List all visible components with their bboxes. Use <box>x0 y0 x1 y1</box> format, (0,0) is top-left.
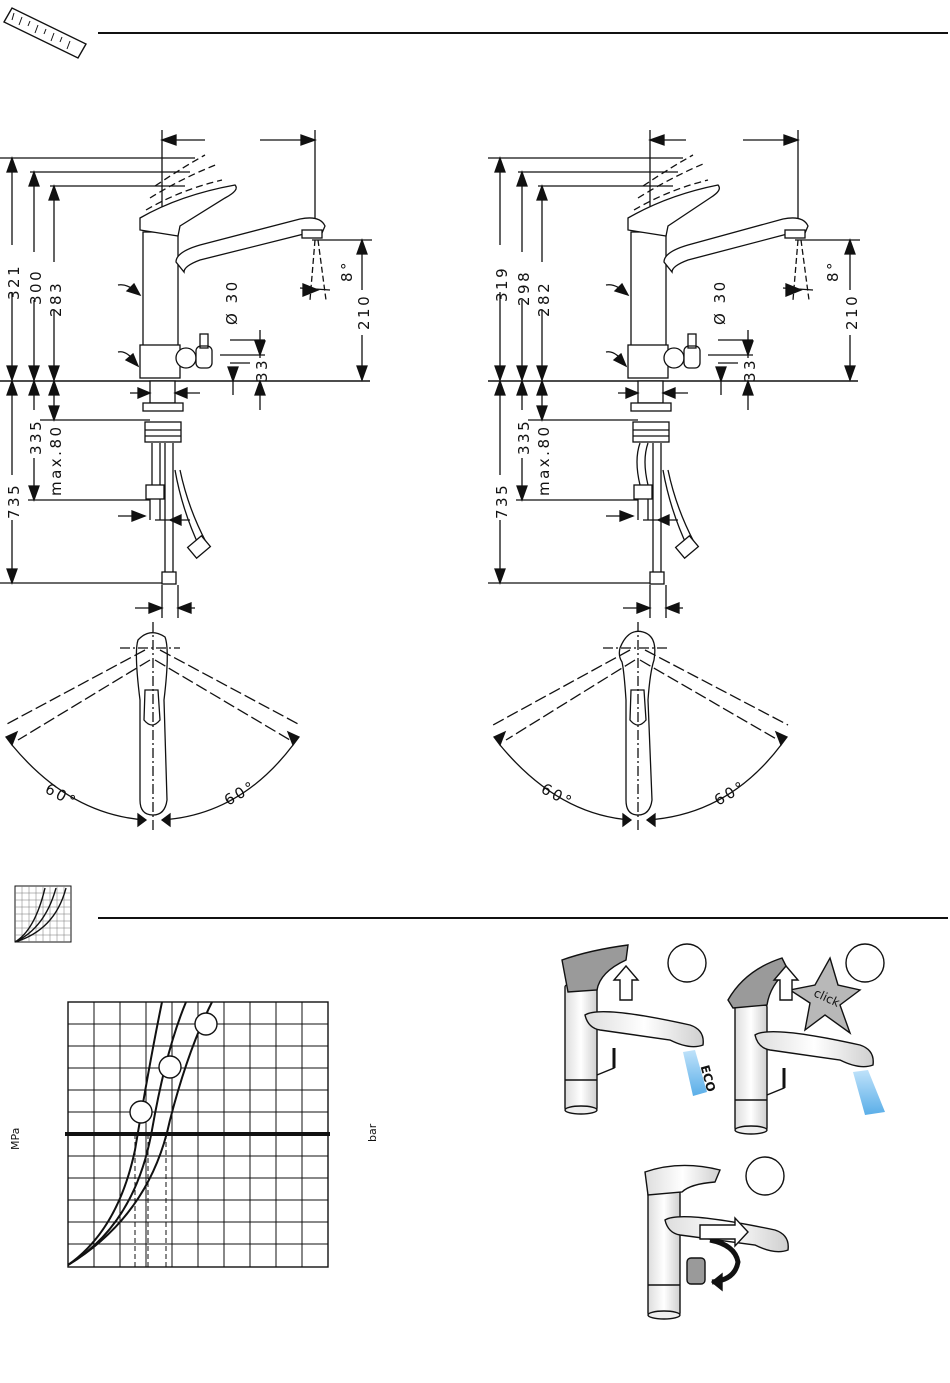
illustration-eco-mode: ECO <box>562 944 718 1114</box>
illustration-click-position: click <box>728 944 885 1134</box>
illustration-shutoff-valve <box>645 1157 788 1319</box>
